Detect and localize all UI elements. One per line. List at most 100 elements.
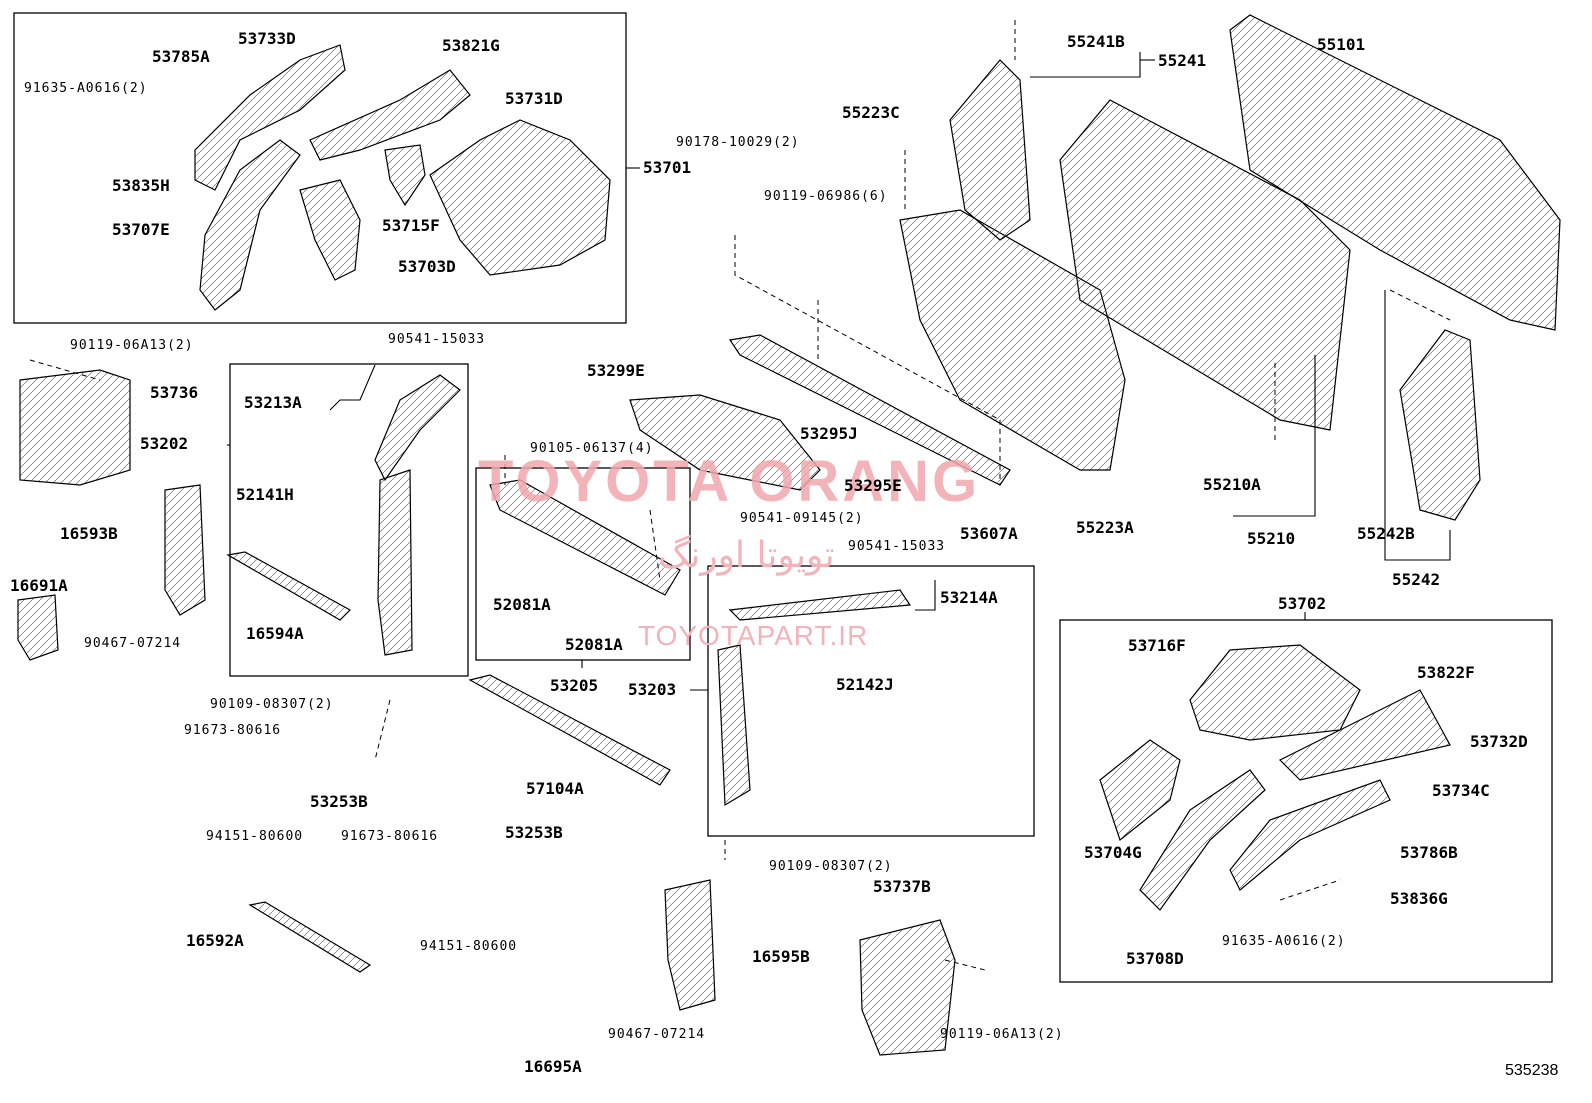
part-shapes (17, 14, 1561, 1056)
part-label: 53716F (1128, 636, 1186, 655)
watermark-brand: TOYOTA ORANG (478, 449, 981, 514)
part-55242-shape (1399, 329, 1481, 521)
part-label: 53253B (310, 792, 368, 811)
part-label: 55242B (1357, 524, 1415, 543)
part-label: 90109-08307(2) (769, 859, 893, 874)
part-label: 55242 (1392, 570, 1441, 589)
part-label: 90541-15033 (388, 332, 486, 347)
part-53702-shape (1189, 644, 1361, 741)
part-16691a-shape (17, 594, 59, 661)
figure-number: 535238 (1505, 1062, 1559, 1079)
part-label: 55223C (842, 103, 900, 122)
part-label: 94151-80600 (206, 829, 304, 844)
part-label: 53203 (628, 680, 677, 699)
part-label: 53214A (940, 588, 998, 607)
part-label: 90119-06A13(2) (940, 1027, 1064, 1042)
watermark-persian: تویوتا اورنگ (658, 535, 835, 576)
part-53734c-shape (1229, 779, 1391, 891)
part-label: 55210A (1203, 475, 1261, 494)
part-label: 53734C (1432, 781, 1490, 800)
part-53733d-shape (194, 44, 346, 191)
group-box-53202 (229, 363, 469, 677)
part-label: 53703D (398, 257, 456, 276)
part-53213a-upper-shape (374, 374, 461, 482)
part-16593b-shape (164, 484, 206, 616)
part-label: 91673-80616 (341, 829, 439, 844)
part-label: 16595B (752, 947, 810, 966)
part-label: 53835H (112, 176, 170, 195)
part-53736-shape (19, 369, 131, 486)
part-label: 52081A (493, 595, 551, 614)
part-label: 53704G (1084, 843, 1142, 862)
part-label: 16592A (186, 931, 244, 950)
part-53205-shape (489, 479, 681, 596)
part-53214a-shape (728, 589, 912, 621)
part-label: 91635-A0616(2) (24, 81, 148, 96)
watermark-url: TOYOTAPART.IR (638, 620, 869, 651)
part-16594a-shape (226, 551, 351, 621)
part-label: 55210 (1247, 529, 1296, 548)
part-label: 53737B (873, 877, 931, 896)
part-label: 53836G (1390, 889, 1448, 908)
part-label: 53822F (1417, 663, 1475, 682)
part-53737b-shape (859, 919, 956, 1056)
part-label: 90467-07214 (84, 636, 182, 651)
part-label: 53701 (643, 158, 692, 177)
part-55241-shape (949, 59, 1031, 241)
part-57104a-shape (468, 674, 671, 786)
part-55101-shape (1229, 14, 1561, 331)
part-label: 57104A (526, 779, 584, 798)
part-label: 55223A (1076, 518, 1134, 537)
part-53213a-lower-shape (377, 469, 413, 656)
part-label: 52142J (836, 675, 894, 694)
part-53708d-shape (1139, 769, 1266, 911)
part-label: 53715F (382, 216, 440, 235)
part-label: 53786B (1400, 843, 1458, 862)
part-53203-lower-shape (717, 644, 751, 807)
part-label: 16691A (10, 576, 68, 595)
part-label: 55241B (1067, 32, 1125, 51)
group-box-53205 (475, 467, 691, 661)
part-53295e-shape (629, 394, 821, 491)
part-label: 53708D (1126, 949, 1184, 968)
part-53707e-shape (199, 139, 301, 311)
part-label: 90178-10029(2) (676, 135, 800, 150)
part-label: 52141H (236, 485, 294, 504)
part-label: 91635-A0616(2) (1222, 934, 1346, 949)
part-label: 53205 (550, 676, 599, 695)
part-label: 53732D (1470, 732, 1528, 751)
part-16595b-shape (664, 879, 716, 1011)
group-box-53203 (707, 565, 1035, 837)
leader-lines (227, 52, 1451, 691)
part-label: 91673-80616 (184, 723, 282, 738)
part-53731d-shape (309, 69, 471, 161)
group-box-53702 (1059, 619, 1553, 983)
part-label: 90105-06137(4) (530, 441, 654, 456)
part-label: 53299E (587, 361, 645, 380)
part-16592a-shape (248, 901, 372, 973)
part-label: 16593B (60, 524, 118, 543)
part-55210-shape (1059, 99, 1351, 431)
part-53607a-shape (728, 334, 1011, 486)
part-label: 53733D (238, 29, 296, 48)
part-53704g-shape (1099, 739, 1181, 842)
part-label: 55101 (1317, 35, 1366, 54)
part-label: 53736 (150, 383, 199, 402)
part-label: 52081A (565, 635, 623, 654)
part-label: 53607A (960, 524, 1018, 543)
part-label: 55241 (1158, 51, 1207, 70)
part-label: 53253B (505, 823, 563, 842)
part-53732d-shape (1278, 689, 1451, 781)
part-label: 16695A (524, 1057, 582, 1076)
part-53715f-shape (384, 144, 426, 207)
part-label: 16594A (246, 624, 304, 643)
part-label: 90467-07214 (608, 1027, 706, 1042)
part-53701-shape (429, 119, 611, 276)
part-label: 90109-08307(2) (210, 697, 334, 712)
part-label: 90119-06A13(2) (70, 338, 194, 353)
dashed-guides (29, 20, 1451, 971)
part-label: 53731D (505, 89, 563, 108)
part-label: 53821G (442, 36, 500, 55)
part-55223a-shape (899, 209, 1126, 471)
